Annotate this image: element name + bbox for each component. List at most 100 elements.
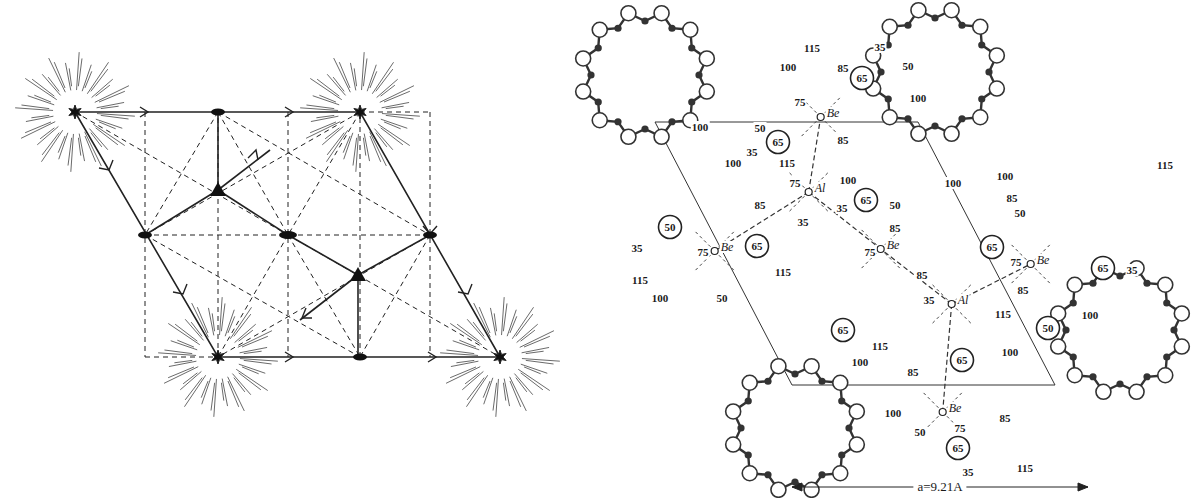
silicon-atom: [931, 14, 938, 21]
symmetry-ray: [171, 341, 197, 350]
symmetry-ray: [376, 69, 393, 91]
metal-atom: [877, 246, 884, 253]
symmetry-ray: [343, 136, 350, 153]
grid-line: [218, 112, 430, 235]
height-number: 85: [889, 222, 902, 234]
symmetry-ray: [101, 106, 119, 108]
oxygen-atom: [1158, 368, 1173, 383]
height-number: 50: [1042, 322, 1055, 334]
beryl-structure: [576, 3, 1190, 498]
symmetry-ray: [457, 324, 479, 341]
twofold-axes: [138, 109, 437, 361]
silicon-atom: [688, 98, 695, 105]
height-number: 65: [772, 136, 785, 148]
cell-edges: [75, 112, 500, 357]
height-number: 115: [774, 266, 792, 278]
oxygen-atom: [726, 404, 741, 419]
height-number: 85: [837, 134, 850, 146]
symmetry-ray: [49, 58, 66, 92]
symmetry-ray: [228, 381, 239, 407]
silicon-atom: [595, 98, 602, 105]
silicon-atom: [1163, 299, 1170, 306]
metal-bond: [809, 192, 881, 249]
grid-line: [145, 235, 360, 357]
grid-line: [145, 112, 360, 235]
symmetry-ray: [522, 347, 549, 352]
grid-line: [288, 235, 360, 357]
silicon-atom: [818, 471, 825, 478]
silicon-atom: [1143, 373, 1150, 380]
oxygen-atom: [654, 129, 669, 144]
symmetry-ray: [85, 136, 96, 162]
symmetry-ray: [386, 106, 404, 108]
metal-atom: [948, 301, 955, 308]
sixfold-axes: [15, 52, 560, 417]
symmetry-ray: [239, 373, 261, 390]
symmetry-ray: [483, 381, 490, 398]
symmetry-ray: [446, 350, 474, 354]
oxygen-atom: [771, 359, 786, 374]
symmetry-ray: [96, 128, 118, 145]
height-number: 85: [837, 62, 850, 74]
height-number: 65: [860, 194, 873, 206]
symmetry-ray: [386, 115, 414, 119]
atom-label: Be: [886, 239, 901, 251]
symmetry-ray: [446, 367, 480, 384]
symmetry-ray: [370, 136, 381, 162]
sixfold-group: [15, 52, 135, 172]
symmetry-ray: [503, 303, 507, 331]
symmetry-ray: [78, 58, 82, 86]
grid-line: [288, 112, 360, 235]
symmetry-ray: [208, 308, 213, 335]
height-number: 85: [999, 412, 1012, 424]
symmetry-ray: [363, 58, 367, 86]
arrowhead: [792, 483, 802, 491]
ring-chain: [873, 10, 997, 134]
height-number: 65: [952, 442, 965, 454]
symmetry-ray: [363, 138, 365, 156]
symmetry-ray: [364, 134, 369, 161]
height-number: 65: [856, 72, 869, 84]
oxygen-circle: [746, 235, 769, 258]
symmetry-ray: [58, 136, 65, 153]
glide-arrow: [140, 107, 148, 117]
symmetry-ray: [317, 79, 339, 96]
symmetry-ray: [510, 381, 521, 407]
symmetry-ray: [177, 340, 194, 347]
symmetry-ray: [164, 350, 192, 354]
symmetry-ray: [169, 361, 196, 366]
symmetry-ray: [174, 360, 192, 362]
symmetry-ray: [503, 383, 505, 401]
glide-arrow: [248, 150, 258, 160]
silicon-atom: [668, 25, 675, 32]
symmetry-ray: [384, 122, 401, 129]
atom-label: Al: [814, 182, 827, 194]
symmetry-ray: [26, 116, 53, 121]
symmetry-ray: [234, 314, 251, 336]
silicon-atom: [641, 17, 648, 24]
symmetry-ray: [524, 336, 550, 347]
height-number: 100: [884, 407, 903, 419]
sixfold-symbol: [69, 105, 81, 119]
grid-line: [218, 112, 219, 357]
metal-atom: [939, 409, 946, 416]
ring-chain: [1058, 268, 1182, 392]
symmetry-ray: [69, 68, 71, 86]
symmetry-ray: [339, 62, 350, 88]
symmetry-ray: [228, 377, 245, 411]
symmetry-ray: [306, 105, 334, 109]
symmetry-ray: [380, 86, 414, 103]
oxygen-atom: [973, 19, 988, 34]
symmetry-ray: [164, 367, 198, 384]
height-number: 35: [746, 146, 759, 158]
symmetry-ray: [319, 95, 336, 102]
symmetry-ray: [370, 71, 377, 88]
height-number: 35: [631, 242, 644, 254]
symmetry-ray: [474, 303, 491, 337]
oxygen-atom: [833, 375, 848, 390]
height-number: 85: [1017, 284, 1030, 296]
silicon-atom: [764, 378, 771, 385]
height-number: 115: [778, 157, 796, 169]
oxygen-bond: [881, 249, 902, 270]
grid-line: [75, 112, 288, 235]
